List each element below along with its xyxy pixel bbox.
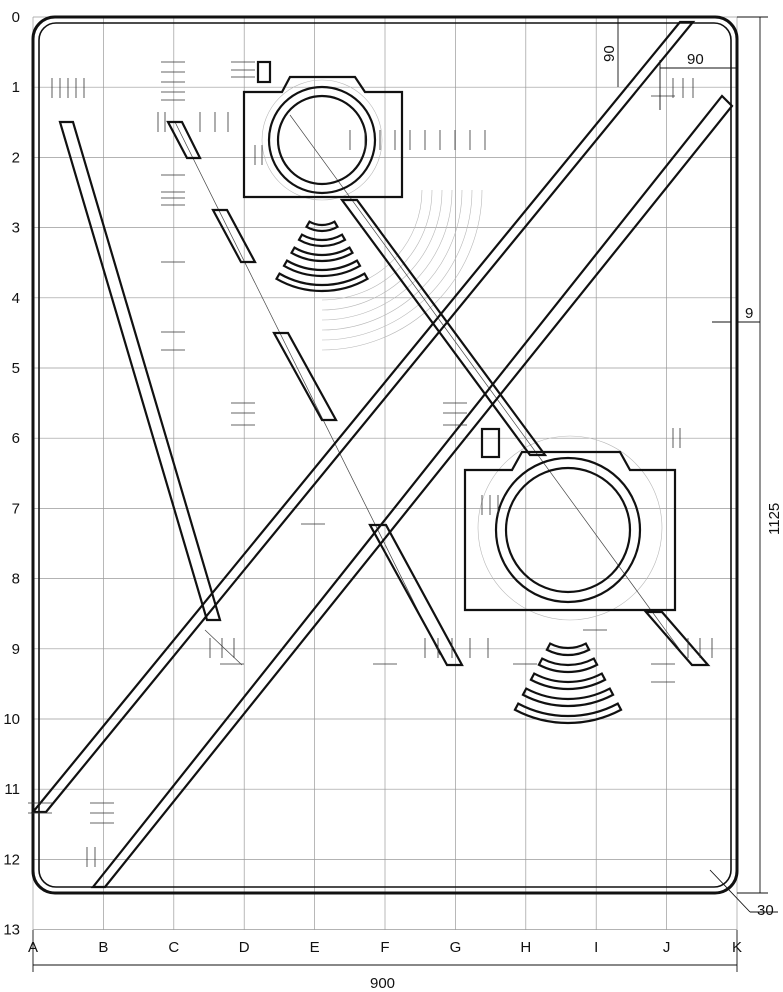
dimension-annotations <box>32 16 778 972</box>
outer-frame <box>31 15 739 895</box>
grid-row-label: 3 <box>12 220 20 237</box>
signal-arc-band <box>274 272 370 293</box>
grid-row-label: 13 <box>3 922 20 939</box>
camera-icon-top <box>242 60 404 199</box>
tick-marks <box>28 61 713 867</box>
grid-row-label: 6 <box>12 430 20 447</box>
camera-bottom-lens-inner <box>504 466 632 594</box>
camera-bottom-lens-outer <box>494 456 642 604</box>
signal-arc-band <box>289 246 355 263</box>
signal-arc-band <box>513 702 623 725</box>
faint-arcs <box>261 79 663 621</box>
dimension-width-label: 900 <box>370 975 395 992</box>
grid-row-label: 5 <box>12 360 20 377</box>
signal-arc-band <box>297 233 347 248</box>
grid-row-label: 0 <box>12 9 20 26</box>
diagonal-bands <box>30 20 734 889</box>
signal-arcs-bottom <box>513 642 623 725</box>
frame-outer-rect <box>31 15 739 895</box>
grid-col-label: D <box>239 939 250 956</box>
grid-lines <box>32 16 738 930</box>
grid-col-label: F <box>380 939 389 956</box>
grid-row-label: 10 <box>3 711 20 728</box>
grid-row-label: 9 <box>12 641 20 658</box>
camera-top-body <box>242 75 404 199</box>
grid-row-label: 11 <box>4 781 20 798</box>
band-short-d1 <box>211 208 257 264</box>
signal-arc-band <box>282 259 362 278</box>
camera-top-lens-outer <box>267 85 377 195</box>
band-long-b <box>90 94 734 889</box>
band-right-lower <box>643 610 711 667</box>
signal-arcs-top <box>274 220 370 293</box>
grid-row-label: 8 <box>12 571 20 588</box>
signal-arc-band <box>537 657 599 674</box>
signal-arc-band <box>545 642 591 657</box>
frame-inner-rect <box>38 22 732 888</box>
grid-col-label: B <box>98 939 108 956</box>
band-short-e1 <box>272 331 338 422</box>
band-long-a <box>30 20 696 814</box>
dimension-labels: 900 1125 90 90 9 30 <box>370 45 783 992</box>
camera-icon-bottom <box>463 427 677 612</box>
dimension-margin-vertical-label: 90 <box>601 45 618 62</box>
dimension-height-label: 1125 <box>766 503 783 535</box>
grid-col-label: G <box>450 939 462 956</box>
band-upper-to-camera <box>339 198 548 457</box>
camera-top-lens-inner <box>276 94 368 186</box>
band-short-c <box>166 120 202 160</box>
grid-col-label: I <box>594 939 598 956</box>
signal-arc-band <box>521 687 615 708</box>
signal-arc-band <box>304 220 340 233</box>
signal-arc-band <box>529 672 607 691</box>
camera-bottom-flash <box>480 427 501 459</box>
camera-bottom-body <box>463 450 677 612</box>
dimension-radius-label: 30 <box>757 902 774 919</box>
grid-col-label: J <box>663 939 671 956</box>
grid-col-label: H <box>520 939 531 956</box>
dimension-margin-horizontal-label: 90 <box>687 51 704 68</box>
grid-row-label: 4 <box>12 290 20 307</box>
camera-top-flash <box>256 60 272 84</box>
grid-row-label: 12 <box>3 851 20 868</box>
grid-col-label: E <box>310 939 320 956</box>
grid-row-label: 7 <box>12 500 20 517</box>
grid-col-label: C <box>168 939 179 956</box>
grid-row-label: 2 <box>12 149 20 166</box>
band-f-g <box>368 523 464 667</box>
band-left-steep <box>58 120 222 622</box>
dimension-gap-label: 9 <box>745 305 753 322</box>
grid-row-label: 1 <box>12 79 20 96</box>
